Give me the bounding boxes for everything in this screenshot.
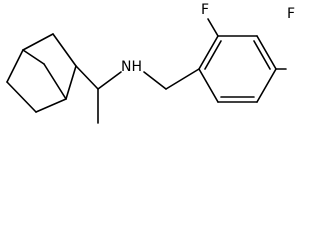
amine-nitrogen-label: NH bbox=[121, 59, 142, 75]
bond-ring-c3-c4 bbox=[256, 35, 277, 70]
bond-ring-bottom bbox=[35, 98, 67, 113]
amine-nitrogen: NH bbox=[121, 59, 142, 75]
bond-ring-c6-c1 bbox=[198, 68, 219, 103]
fluorine-substituents: F F bbox=[201, 2, 295, 70]
para-fluorine-label: F bbox=[287, 6, 295, 22]
bond-ring-c4-c5 bbox=[256, 68, 277, 103]
bond-ortho-fluorine bbox=[207, 18, 219, 37]
ethyl-linker bbox=[75, 65, 122, 124]
bond-bridge-right bbox=[43, 63, 67, 100]
bond-ch2-to-ring bbox=[165, 68, 200, 90]
norbornane-cage bbox=[6, 33, 77, 113]
bond-cage-to-methine bbox=[75, 65, 99, 90]
bond-ring-c1-c2 bbox=[198, 35, 219, 70]
bond-ring-upper-right bbox=[52, 33, 77, 67]
bond-bridge-left bbox=[22, 49, 45, 65]
bond-ring-top bbox=[22, 33, 54, 51]
bond-ring-lower-left bbox=[6, 81, 37, 113]
molecule-structure-diagram: NH F F bbox=[6, 2, 295, 124]
benzyl-linker bbox=[143, 68, 200, 90]
bond-ring-lower-right bbox=[65, 65, 77, 100]
bond-ring-double-c3-c4 bbox=[253, 40, 271, 70]
difluorophenyl-ring bbox=[198, 35, 277, 103]
bond-methine-to-nitrogen bbox=[97, 71, 122, 90]
bond-nitrogen-to-ch2 bbox=[143, 71, 167, 90]
ortho-fluorine-label: F bbox=[201, 2, 209, 18]
bond-ring-upper-left bbox=[6, 49, 24, 83]
bond-ring-double-c1-c2 bbox=[204, 40, 222, 70]
